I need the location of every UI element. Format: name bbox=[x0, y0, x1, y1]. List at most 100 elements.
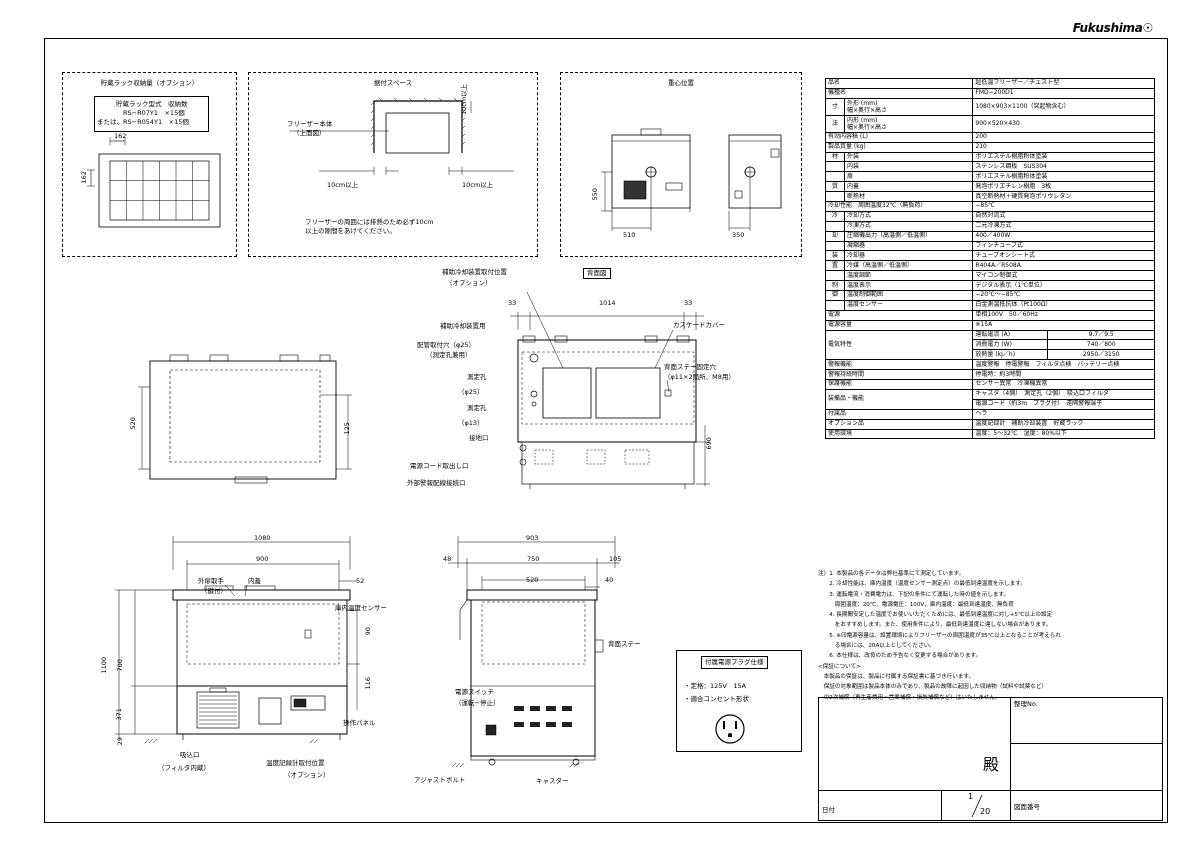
side-bolt: アジャストボルト bbox=[414, 776, 466, 784]
install-gap-top: 10cm以上 bbox=[460, 83, 468, 115]
front-handle: 外扉取手 bbox=[198, 577, 224, 585]
spec-row: 冷却性能 周囲温度32℃（無負荷）−85℃ bbox=[824, 201, 1155, 212]
note-line: 本製品の保証は、製品に付属する保証書に基づき行います。 bbox=[818, 673, 975, 680]
spec-row: 材外装ポリエステル樹脂粉体塗装 bbox=[825, 151, 1155, 163]
spec-row: 温度センサー白金測温抵抗体（Pt100Ω） bbox=[825, 299, 1155, 311]
rack-header: 貯蔵ラック型式 収納数 bbox=[116, 100, 188, 108]
spec-value: −85℃ bbox=[972, 201, 1155, 212]
spec-value: 発泡ポリエチレン樹脂 3枚 bbox=[972, 181, 1155, 193]
spec-value: FMD−200D1 bbox=[972, 87, 1155, 99]
spec-value: キャスタ（4個） 測定孔（2個） 吸込口フィルタ bbox=[972, 388, 1155, 400]
note-line: <保証について> bbox=[818, 663, 861, 670]
spec-value: 温度：5〜32℃ 湿度：80%以下 bbox=[972, 428, 1155, 440]
front-dim-700: 700 bbox=[115, 659, 124, 672]
spec-row: 使用環境温度：5〜32℃ 湿度：80%以下 bbox=[824, 428, 1155, 440]
spec-value: 温度記録計 補助冷却装置 貯蔵ラック bbox=[972, 418, 1155, 430]
rear-dim-690: 690 bbox=[704, 437, 713, 450]
spec-value: ※15A bbox=[972, 319, 1155, 331]
spec-value: 1080×903×1100（突起物含む） bbox=[972, 97, 1155, 116]
note-line: 2. 冷却性能は、庫内温度（温度センサー測定点）の最低到達温度を示します。 bbox=[818, 581, 1026, 588]
spec-key: 冷却方式 bbox=[843, 210, 974, 222]
spec-key: 電気特性 bbox=[824, 329, 974, 361]
front-view-drawing bbox=[115, 536, 360, 744]
cog-title: 重心位置 bbox=[668, 79, 694, 87]
spec-value: ヘラ bbox=[972, 408, 1155, 420]
cog-dim-h: 550 bbox=[590, 188, 599, 201]
note-line: 注）1. 本製品の各データは弊社基準にて測定しています。 bbox=[818, 571, 965, 577]
spec-key: 機種名 bbox=[824, 87, 974, 99]
spec-key: 外形 (mm) 幅×奥行×高さ bbox=[843, 97, 974, 116]
note-line: 6. 本仕様は、改良のため予告なく変更する場合があります。 bbox=[818, 653, 982, 660]
notes-block: 注）1. 本製品の各データは弊社基準にて測定しています。 2. 冷却性能は、庫内… bbox=[818, 569, 1163, 703]
electric-key: 運転電流 (A) bbox=[972, 329, 1049, 341]
spec-row: 扉ポリエステル樹脂粉体塗装 bbox=[825, 171, 1155, 183]
spec-key: 電源 bbox=[824, 309, 974, 321]
front-intake: 吸込口 bbox=[180, 751, 200, 759]
front-recorder-sub: （オプション） bbox=[284, 771, 330, 779]
brand-logo: Fukushima☉ bbox=[1072, 21, 1154, 35]
spec-value: 真空断熱材＋硬質発泡ポリウレタン bbox=[972, 191, 1155, 203]
spec-row: 製品質量 (kg)210 bbox=[824, 141, 1155, 153]
date-label: 日付 bbox=[822, 806, 835, 814]
rack-line2: または、RS−R054Y1 ×15個 bbox=[97, 118, 189, 126]
front-panel: 操作パネル bbox=[343, 719, 376, 727]
rack-title: 貯蔵ラック収納量（オプション） bbox=[100, 79, 199, 87]
spec-value: フィンチューブ式 bbox=[972, 240, 1155, 252]
spec-group: 冷 bbox=[825, 210, 845, 222]
rear-view-drawing bbox=[510, 291, 710, 489]
rack-spec-box bbox=[94, 96, 209, 132]
install-freezer-sub: （上面図） bbox=[293, 129, 326, 137]
front-intake-sub: （フィルタ内蔵） bbox=[158, 764, 210, 772]
spec-row: 付属品ヘラ bbox=[824, 408, 1155, 420]
spec-row: 保護機能センサー異常 冷凍機異常 bbox=[824, 379, 1155, 390]
spec-row: 装備品・機能キャスタ（4個） 測定孔（2個） 吸込口フィルタ bbox=[824, 388, 1155, 410]
scale-denominator: 20 bbox=[980, 807, 991, 816]
rear-aux-mount: 補助冷却装置取付位置 bbox=[442, 268, 507, 276]
spec-value: R404A／R508A bbox=[972, 260, 1155, 272]
rear-meas1-sub: （φ25） bbox=[458, 388, 484, 396]
install-diagram bbox=[289, 97, 514, 175]
rack-panel: 貯蔵ラック収納量（オプション） 貯蔵ラック型式 収納数 RS−R07Y1 ×15… bbox=[62, 72, 237, 257]
front-dim-116: 116 bbox=[363, 677, 372, 690]
drawing-no-cell bbox=[1010, 790, 1163, 821]
spec-group bbox=[825, 171, 845, 183]
side-caster: キャスター bbox=[536, 777, 569, 785]
spec-group: 制 bbox=[825, 280, 845, 292]
cog-dim-w1: 510 bbox=[623, 231, 636, 239]
electric-value: 2950／3150 bbox=[1047, 349, 1155, 361]
spec-row: 装冷却器チューブオンシート式 bbox=[825, 250, 1155, 262]
spec-value: 単相100V 50／60Hz bbox=[972, 309, 1155, 321]
spec-group: 材 bbox=[825, 151, 845, 163]
rack-line1: RS−R07Y1 ×15個 bbox=[123, 109, 185, 117]
spec-value: センサー異常 冷凍機異常 bbox=[972, 379, 1155, 390]
spec-key: 冷凍方式 bbox=[843, 220, 974, 232]
rear-cord: 電源コード取出し口 bbox=[410, 462, 469, 470]
cog-dim-w2: 350 bbox=[732, 231, 745, 239]
spec-row: 凝縮器フィンチューブ式 bbox=[825, 240, 1155, 252]
electric-value: 740／800 bbox=[1047, 339, 1155, 351]
front-dim-1080: 1080 bbox=[254, 534, 271, 542]
spec-row: 警報機能温度警報 停電警報 フィルタ点検 バッテリー点検 bbox=[824, 359, 1155, 371]
spec-key: 警報持続時間 bbox=[824, 369, 974, 381]
spec-key: 温度表示 bbox=[843, 280, 974, 292]
spec-key: 冷却性能 周囲温度32℃（無負荷） bbox=[824, 201, 974, 212]
side-dim-750: 750 bbox=[527, 555, 540, 563]
front-handle-sub: （鍵付） bbox=[201, 587, 227, 595]
customer-suffix: 殿 bbox=[983, 755, 1000, 774]
spec-value: 電源コード（約3m プラグ付） 遠隔警報端子 bbox=[972, 398, 1155, 410]
spec-row: 電気特性運転電流 (A)9.7／9.5 bbox=[824, 329, 1155, 361]
rear-meas2-sub: （φ13） bbox=[458, 419, 484, 427]
top-view-drawing bbox=[138, 354, 352, 484]
spec-group: 寸 bbox=[825, 97, 845, 116]
rack-dim-w: 162 bbox=[114, 132, 127, 140]
plug-outlet: ・適合コンセント形状 bbox=[684, 695, 749, 703]
spec-key: 凝縮器 bbox=[843, 240, 974, 252]
spec-group bbox=[825, 161, 845, 173]
note-line: をおすすめします。また、使用条件により、最低到達温度に達しない場合があります。 bbox=[818, 622, 1052, 629]
rear-ground: 接地口 bbox=[469, 434, 489, 442]
spec-row: 冷凍方式二元冷凍方式 bbox=[825, 220, 1155, 232]
spec-key: 付属品 bbox=[824, 408, 974, 420]
outlet-icon bbox=[715, 714, 745, 744]
